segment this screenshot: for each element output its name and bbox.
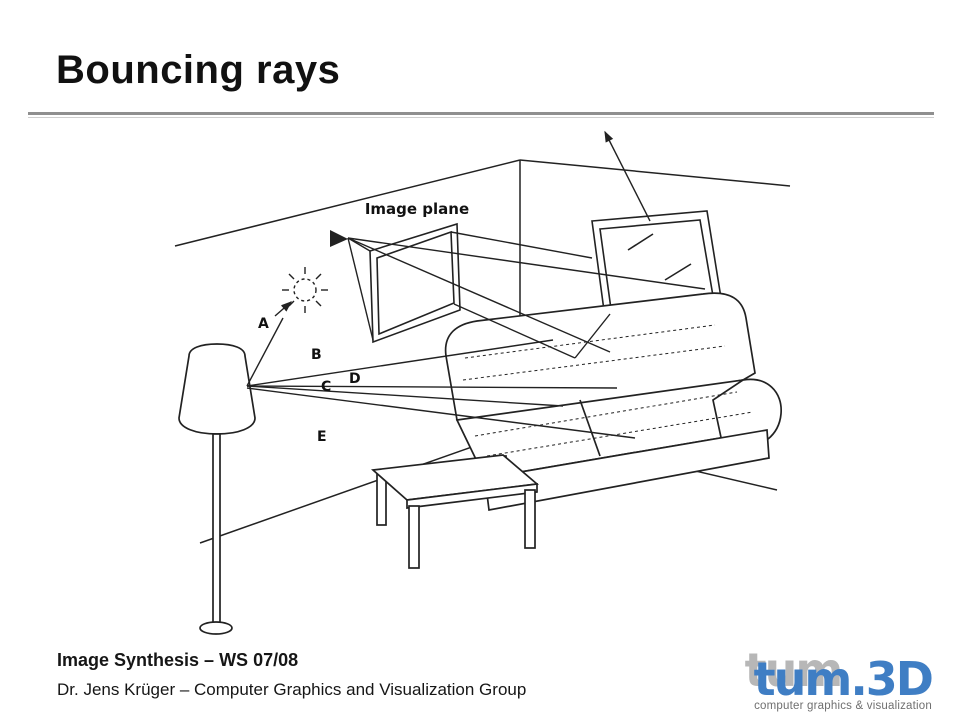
footer-course: Image Synthesis – WS 07/08 — [57, 650, 299, 670]
light-source-icon — [282, 267, 328, 313]
furniture — [178, 292, 782, 635]
rays — [246, 130, 706, 439]
table — [371, 454, 540, 569]
ray-label-e: E — [317, 429, 327, 445]
ray-tracing-diagram: Image plane A B C D E — [105, 118, 875, 658]
logo-3d-text: 3D — [865, 652, 934, 706]
ray-label-d: D — [349, 371, 361, 387]
tum3d-logo: tum tum.3D computer graphics & visualiza… — [745, 647, 934, 712]
ray-label-c: C — [321, 379, 331, 395]
ray-label-b: B — [311, 347, 322, 363]
floor-lamp — [178, 343, 256, 635]
ray-label-a: A — [258, 316, 269, 332]
eye-icon — [330, 230, 348, 247]
image-plane — [369, 222, 461, 344]
logo-separator: . — [850, 652, 868, 706]
couch — [444, 292, 782, 512]
image-plane-label: Image plane — [365, 200, 469, 218]
tum-logo-main: tum.3D — [753, 652, 934, 706]
ray-tracing-figure: Image plane A B C D E — [174, 130, 791, 635]
footer-author: Dr. Jens Krüger – Computer Graphics and … — [57, 680, 527, 699]
diagram-labels: Image plane A B C D E — [258, 200, 469, 445]
tum-logo-echo: tum — [744, 643, 844, 697]
page-title: Bouncing rays — [56, 48, 341, 92]
title-rule — [28, 112, 934, 115]
logo-subtitle: computer graphics & visualization — [754, 700, 932, 712]
tum3d-logo-mark: tum tum.3D — [745, 647, 934, 702]
tum-logo-text: tum — [753, 652, 853, 706]
